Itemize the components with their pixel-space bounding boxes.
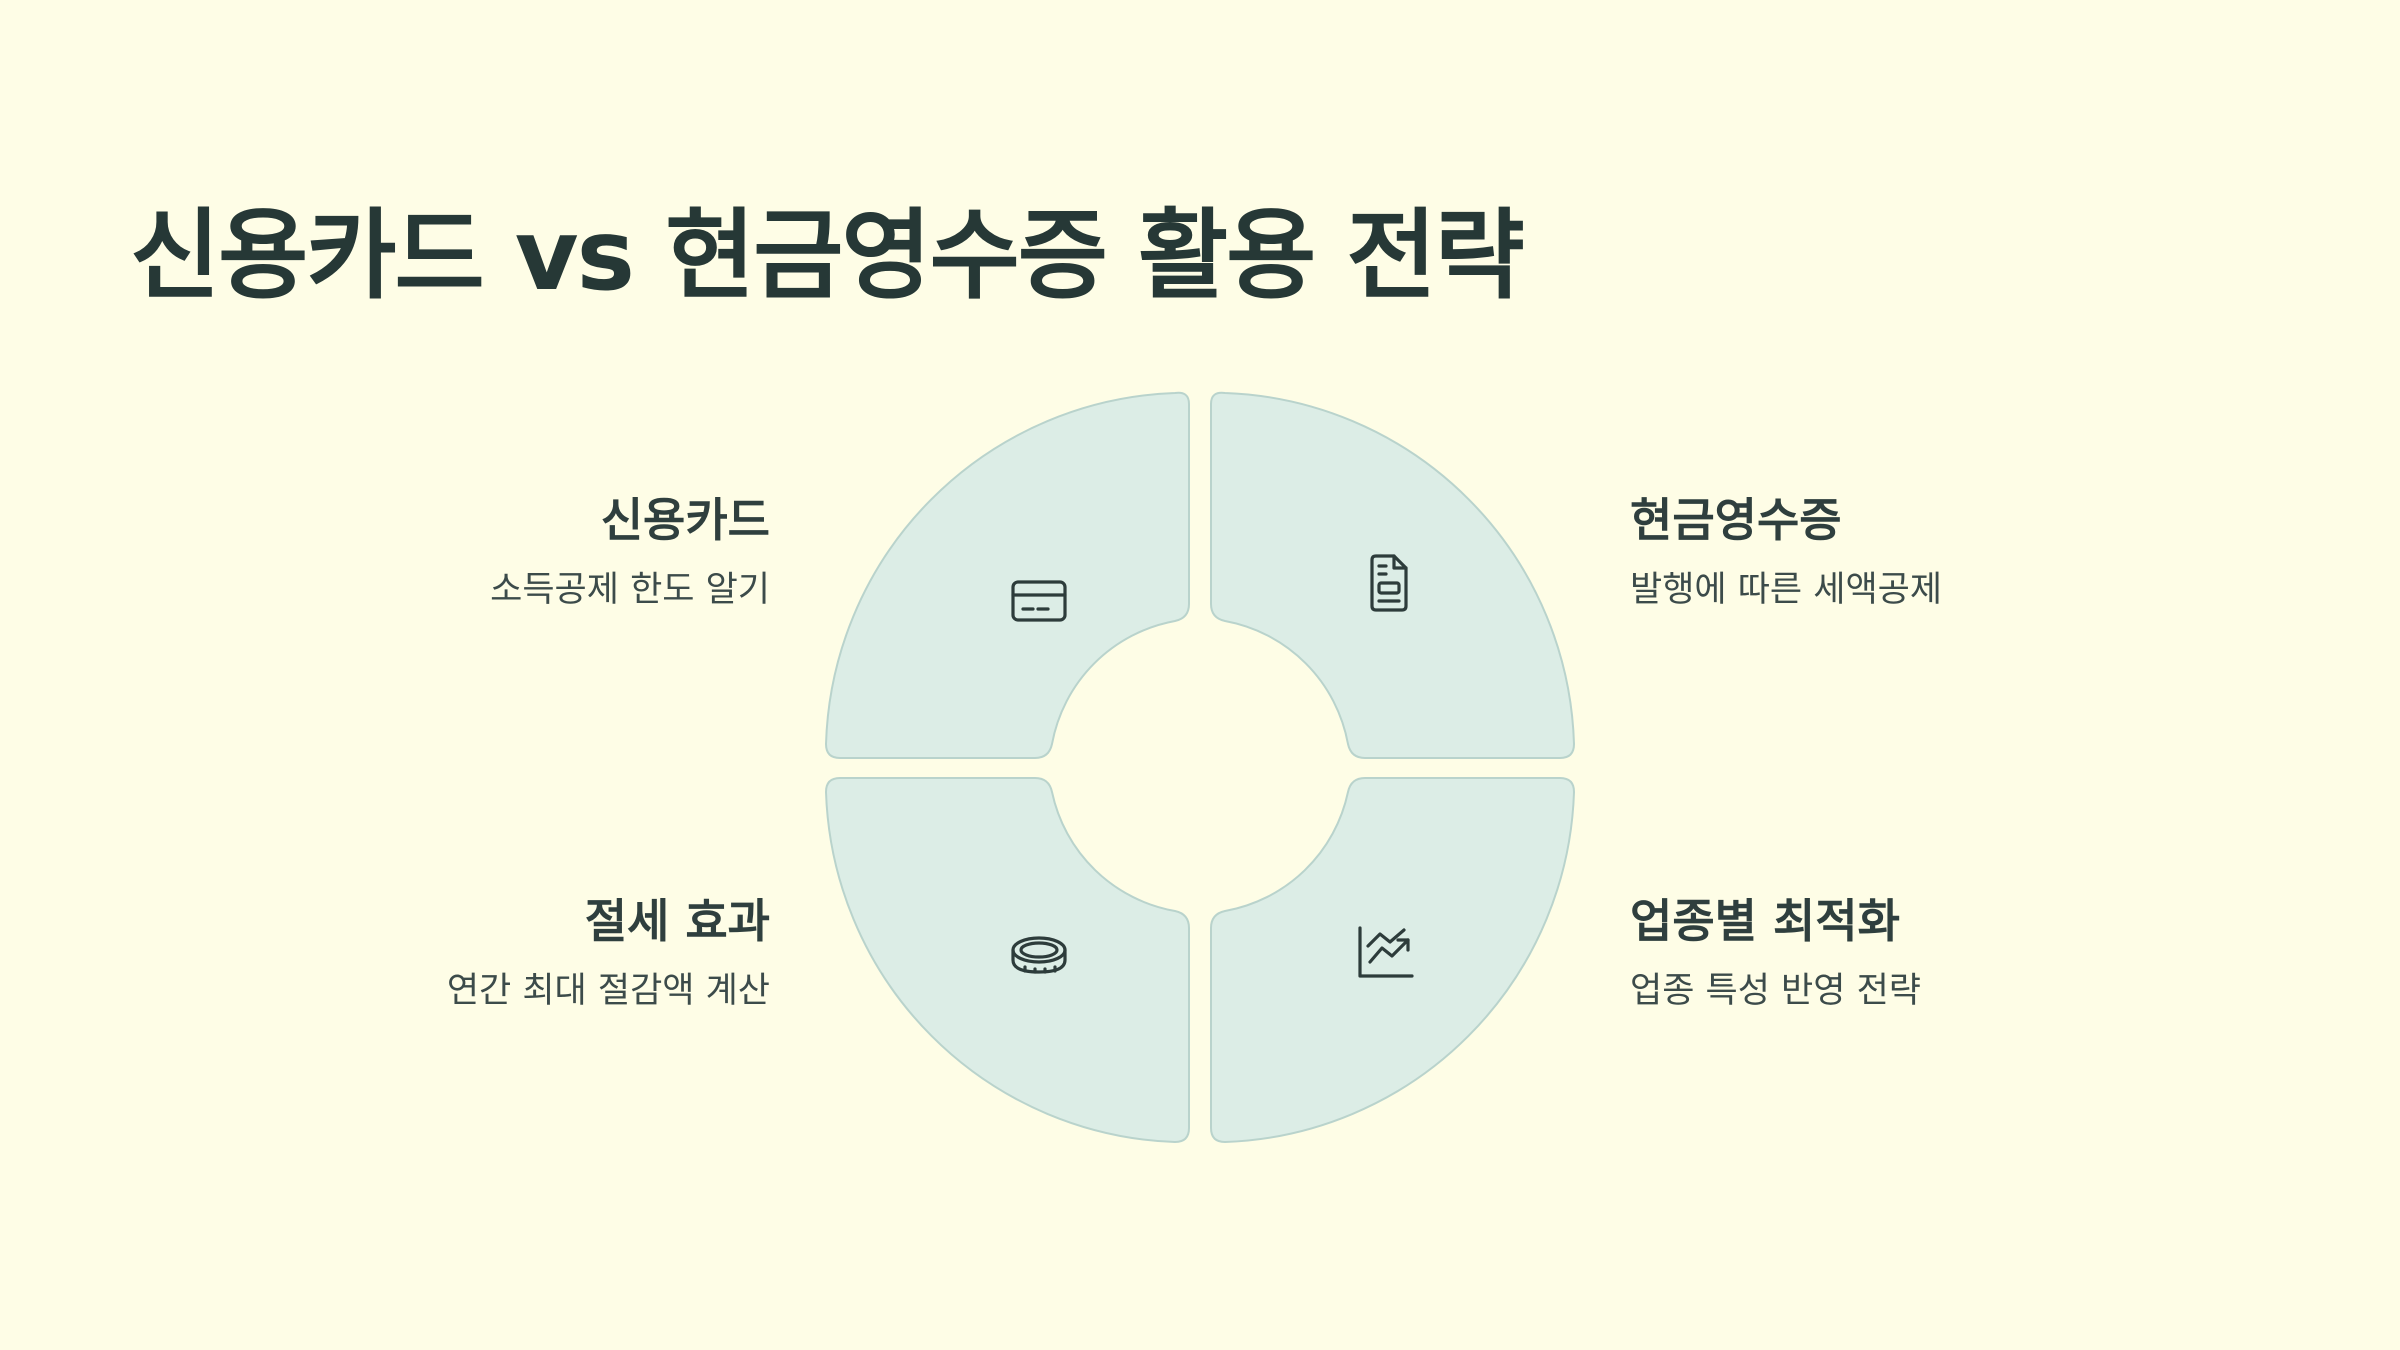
segment-label-top-right: 현금영수증 발행에 따른 세액공제 [1630, 492, 2150, 612]
segment-heading: 신용카드 [600, 493, 770, 547]
segment-top-left [824, 391, 1190, 759]
segment-label-bottom-left: 절세 효과 연간 최대 절감액 계산 [250, 893, 770, 1013]
segment-description: 소득공제 한도 알기 [490, 570, 770, 610]
segment-bottom-right [1210, 777, 1576, 1144]
segment-bottom-left [824, 777, 1190, 1144]
segment-heading: 업종별 최적화 [1630, 894, 1900, 948]
coin-icon [1011, 936, 1067, 974]
segment-label-top-left: 신용카드 소득공제 한도 알기 [250, 492, 770, 612]
segment-heading: 현금영수증 [1630, 493, 1842, 547]
segment-description: 연간 최대 절감액 계산 [446, 971, 770, 1011]
trending-chart-icon [1358, 926, 1414, 978]
segment-heading: 절세 효과 [584, 894, 770, 948]
page-title: 신용카드 vs 현금영수증 활용 전략 [130, 199, 1525, 313]
segment-label-bottom-right: 업종별 최적화 업종 특성 반영 전략 [1630, 893, 2150, 1013]
receipt-document-icon [1370, 554, 1408, 612]
segment-description: 업종 특성 반영 전략 [1630, 971, 1921, 1011]
credit-card-icon [1011, 580, 1067, 622]
segment-top-right [1210, 391, 1576, 759]
segment-description: 발행에 따른 세액공제 [1630, 570, 1943, 610]
